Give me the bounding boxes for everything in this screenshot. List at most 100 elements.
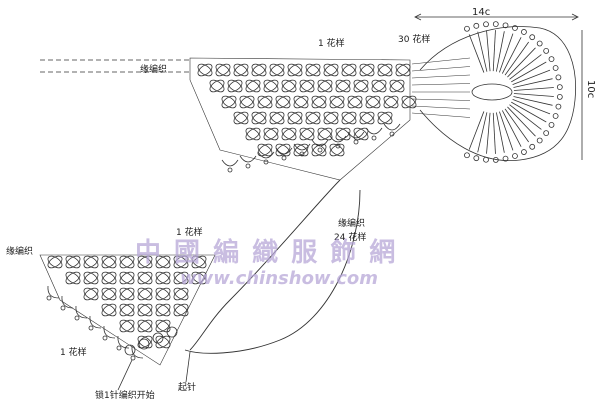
lattice-mesh bbox=[263, 127, 279, 141]
connecting-strap-outer bbox=[184, 189, 361, 354]
scallop-edge bbox=[75, 305, 88, 319]
lattice-mesh bbox=[299, 127, 315, 141]
watermark-url: www.chinshow.com bbox=[180, 268, 379, 289]
lattice-mesh bbox=[155, 335, 171, 349]
lattice-mesh bbox=[257, 95, 273, 109]
picot bbox=[281, 155, 287, 161]
lattice-mesh bbox=[137, 271, 153, 285]
picot bbox=[299, 151, 305, 157]
lattice-mesh bbox=[341, 63, 357, 77]
fan-ray bbox=[504, 41, 530, 76]
lattice-mesh bbox=[353, 127, 369, 141]
lattice-mesh bbox=[263, 127, 279, 141]
lattice-mesh bbox=[137, 255, 153, 269]
lattice-mesh bbox=[347, 95, 363, 109]
scallop-edge bbox=[47, 285, 60, 299]
fan-ray bbox=[513, 93, 554, 97]
fan-picot bbox=[492, 156, 499, 163]
lattice-mesh bbox=[359, 63, 375, 77]
ring-stitch bbox=[138, 338, 150, 350]
lattice-mesh bbox=[329, 143, 345, 157]
lattice-mesh bbox=[155, 271, 171, 285]
lattice-mesh bbox=[137, 335, 153, 349]
picot bbox=[46, 295, 52, 301]
lattice-mesh bbox=[173, 271, 189, 285]
fan-ray bbox=[477, 112, 488, 153]
lattice-mesh bbox=[65, 255, 81, 269]
fan-center-loop bbox=[471, 83, 513, 101]
lattice-mesh bbox=[377, 63, 393, 77]
fan-ray bbox=[512, 99, 551, 115]
lattice-mesh bbox=[251, 63, 267, 77]
lattice-mesh bbox=[119, 271, 135, 285]
lattice-mesh bbox=[305, 63, 321, 77]
motif-24-label: 24 花样 bbox=[334, 233, 367, 243]
lattice-mesh bbox=[191, 255, 207, 269]
lattice-mesh bbox=[119, 303, 135, 317]
lattice-mesh bbox=[119, 319, 135, 333]
lattice-mesh bbox=[335, 79, 351, 93]
lattice-mesh bbox=[335, 79, 351, 93]
lattice-mesh bbox=[119, 255, 135, 269]
picot bbox=[116, 345, 122, 351]
cast-on-pointer bbox=[185, 351, 191, 383]
picot bbox=[353, 139, 359, 145]
lattice-mesh bbox=[137, 287, 153, 301]
lattice-mesh bbox=[119, 271, 135, 285]
fan-picot bbox=[536, 137, 543, 144]
bottom-triangle-outline bbox=[39, 254, 216, 366]
lattice-mesh bbox=[299, 79, 315, 93]
fan-ray bbox=[509, 104, 542, 130]
lattice-mesh bbox=[335, 127, 351, 141]
scallop-edge bbox=[131, 345, 144, 359]
fan-picot bbox=[473, 22, 480, 29]
lattice-mesh bbox=[269, 63, 285, 77]
fan-ray bbox=[501, 37, 522, 74]
motif-bottom-label: 1 花样 bbox=[60, 348, 87, 358]
fan-picot bbox=[464, 25, 470, 32]
picot bbox=[371, 135, 377, 141]
lattice-mesh bbox=[269, 111, 285, 125]
lattice-mesh bbox=[281, 79, 297, 93]
fan-ray bbox=[499, 111, 514, 151]
lattice-mesh bbox=[233, 63, 249, 77]
lattice-mesh bbox=[347, 95, 363, 109]
picot bbox=[102, 335, 108, 341]
lattice-mesh bbox=[101, 255, 117, 269]
lattice-mesh bbox=[353, 127, 369, 141]
lattice-mesh bbox=[245, 127, 261, 141]
lattice-mesh bbox=[275, 95, 291, 109]
fan-picot bbox=[512, 153, 518, 159]
scallop-edge bbox=[89, 315, 102, 329]
fan-picot bbox=[502, 22, 509, 29]
fan-picot bbox=[492, 21, 499, 28]
fan-picot bbox=[543, 47, 550, 54]
lattice-mesh bbox=[317, 79, 333, 93]
fan-picot bbox=[548, 56, 555, 63]
lattice-mesh bbox=[173, 287, 189, 301]
lattice-mesh bbox=[395, 63, 411, 77]
fan-ray bbox=[511, 61, 547, 83]
stitch-marks bbox=[46, 21, 563, 361]
picot bbox=[74, 315, 80, 321]
scallop-edge bbox=[103, 325, 116, 339]
lattice-mesh bbox=[371, 79, 387, 93]
fan-ray bbox=[509, 54, 542, 80]
lattice-mesh bbox=[233, 111, 249, 125]
fan-ray bbox=[468, 111, 485, 150]
lattice-mesh bbox=[101, 287, 117, 301]
lattice-mesh bbox=[323, 63, 339, 77]
lattice-mesh bbox=[221, 95, 237, 109]
lattice-mesh bbox=[137, 319, 153, 333]
lattice-mesh bbox=[101, 303, 117, 317]
picot bbox=[389, 131, 395, 137]
scallop-edge bbox=[275, 147, 293, 155]
lattice-mesh bbox=[323, 63, 339, 77]
lattice-mesh bbox=[389, 79, 405, 93]
lattice-mesh bbox=[305, 111, 321, 125]
lattice-mesh bbox=[83, 287, 99, 301]
lattice-mesh bbox=[323, 111, 339, 125]
lattice-mesh bbox=[365, 95, 381, 109]
lattice-mesh bbox=[155, 319, 171, 333]
scallop-edge bbox=[239, 155, 257, 163]
